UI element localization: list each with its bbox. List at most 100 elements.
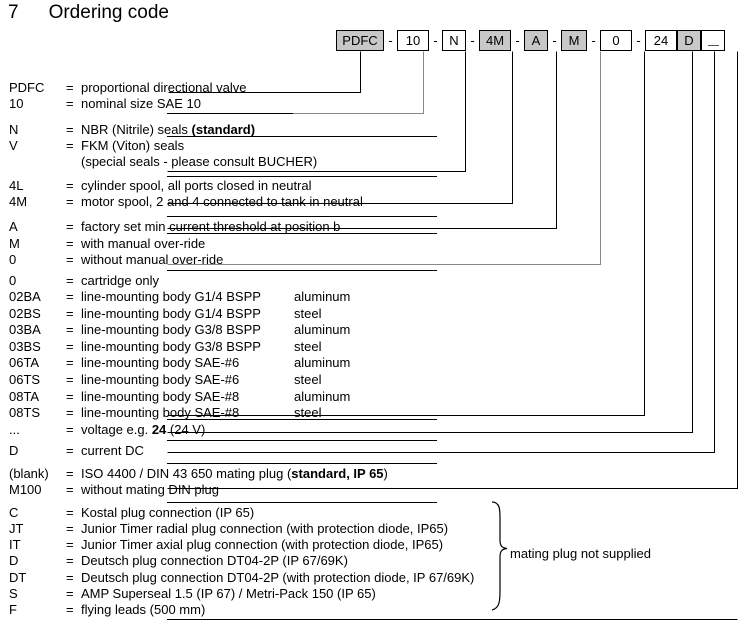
legend-equals: = xyxy=(66,553,74,568)
blank-underscore xyxy=(707,36,719,46)
legend-equals: = xyxy=(66,236,74,251)
legend-code: D xyxy=(9,553,19,568)
legend-code: C xyxy=(9,505,19,520)
code-box-24[interactable]: 24 xyxy=(645,30,677,51)
legend-description: AMP Superseal 1.5 (IP 67) / Metri-Pack 1… xyxy=(81,586,376,601)
group-separator xyxy=(167,502,437,503)
legend-row: (blank)=ISO 4400 / DIN 43 650 mating plu… xyxy=(0,466,751,482)
legend-row: 0=cartridge only xyxy=(0,273,751,289)
legend-description: line-mounting body SAE-#6 xyxy=(81,372,240,387)
group-separator xyxy=(167,619,737,620)
legend-row: S = AMP Superseal 1.5 (IP 67) / Metri-Pack… xyxy=(0,586,751,602)
legend-equals: = xyxy=(66,505,74,520)
legend-code: M xyxy=(9,236,20,251)
legend-material: aluminum xyxy=(294,289,351,304)
mating-plug-note: mating plug not supplied xyxy=(510,546,651,561)
code-box-4m[interactable]: 4M xyxy=(479,30,511,51)
legend-description: with manual over-ride xyxy=(81,236,206,251)
code-box-0[interactable]: 0 xyxy=(600,30,632,51)
legend-equals: = xyxy=(66,443,74,458)
legend-equals: = xyxy=(66,537,74,552)
legend-equals: = xyxy=(66,521,74,536)
legend-code: S xyxy=(9,586,18,601)
legend-description: line-mounting body G1/4 BSPP xyxy=(81,289,261,304)
legend-description: line-mounting body SAE-#8 xyxy=(81,405,240,420)
code-box-d[interactable]: D xyxy=(677,30,701,51)
legend-row: F = flying leads (500 mm) xyxy=(0,602,751,618)
code-box-10[interactable]: 10 xyxy=(397,30,429,51)
code-separator: - xyxy=(388,33,393,48)
legend-equals: = xyxy=(66,289,74,304)
legend-code: 02BS xyxy=(9,306,41,321)
group-separator xyxy=(167,233,437,234)
legend-equals: = xyxy=(66,178,74,193)
legend-equals: = xyxy=(66,80,74,95)
group-separator xyxy=(167,113,293,114)
group-separator xyxy=(167,176,437,177)
legend-code: JT xyxy=(9,521,24,536)
code-separator: - xyxy=(515,33,520,48)
legend-description: Deutsch plug connection DT04-2P (IP 67/6… xyxy=(81,553,348,568)
legend-equals: = xyxy=(66,389,74,404)
section-number: 7 xyxy=(8,2,19,23)
legend-code: D xyxy=(9,443,19,458)
legend-description: flying leads (500 mm) xyxy=(81,602,206,617)
code-separator: - xyxy=(591,33,596,48)
legend-description: Deutsch plug connection DT04-2P (with pr… xyxy=(81,570,475,585)
legend-description: factory set min current threshold at pos… xyxy=(81,219,341,234)
legend-code: F xyxy=(9,602,17,617)
legend-equals: = xyxy=(66,122,74,137)
legend-description: line-mounting body SAE-#8 xyxy=(81,389,240,404)
legend-code: 06TS xyxy=(9,372,41,387)
legend-code: 06TA xyxy=(9,355,40,370)
group-separator xyxy=(167,463,437,464)
legend-code: N xyxy=(9,122,19,137)
legend-equals: = xyxy=(66,138,74,153)
legend-code: 4L xyxy=(9,178,24,193)
legend-description: current DC xyxy=(81,443,144,458)
legend-material: steel xyxy=(294,405,322,420)
legend-equals: = xyxy=(66,405,74,420)
legend-code: DT xyxy=(9,570,27,585)
legend-description: motor spool, 2 and 4 connected to tank i… xyxy=(81,194,363,209)
legend-material: aluminum xyxy=(294,355,351,370)
legend-description: NBR (Nitrile) seals (standard) xyxy=(81,122,256,137)
legend-description: line-mounting body G3/8 BSPP xyxy=(81,339,261,354)
legend-row: 0=without manual over-ride xyxy=(0,252,751,268)
legend-material: aluminum xyxy=(294,322,351,337)
group-separator xyxy=(167,419,437,420)
code-box-n[interactable]: N xyxy=(442,30,466,51)
code-box-blank[interactable] xyxy=(701,30,725,51)
legend-row: ...=voltage e.g. 24 (24 V) xyxy=(0,422,751,438)
legend-code: V xyxy=(9,138,18,153)
code-box-m[interactable]: M xyxy=(561,30,587,51)
code-separator: - xyxy=(552,33,557,48)
code-separator: - xyxy=(470,33,475,48)
legend-row: M = with manual over-ride xyxy=(0,236,751,252)
code-box-pdfc[interactable]: PDFC xyxy=(336,30,384,51)
legend-equals: = xyxy=(66,422,74,437)
legend-code: 0 xyxy=(9,273,17,288)
legend-description: proportional directional valve xyxy=(81,80,247,95)
legend-row: PDFC = proportional directional valve xyxy=(0,80,751,96)
code-box-a[interactable]: A xyxy=(524,30,548,51)
legend-description: (special seals - please consult BUCHER) xyxy=(81,154,318,169)
legend-code: PDFC xyxy=(9,80,45,95)
legend-equals: = xyxy=(66,219,74,234)
legend-description: line-mounting body SAE-#6 xyxy=(81,355,240,370)
legend-description: FKM (Viton) seals xyxy=(81,138,185,153)
group-separator xyxy=(167,270,437,271)
legend-equals: = xyxy=(66,602,74,617)
legend-description: without mating DIN plug xyxy=(81,482,220,497)
legend-description: Kostal plug connection (IP 65) xyxy=(81,505,255,520)
legend-description: cartridge only xyxy=(81,273,160,288)
legend-code: A xyxy=(9,219,18,234)
legend-equals: = xyxy=(66,586,74,601)
